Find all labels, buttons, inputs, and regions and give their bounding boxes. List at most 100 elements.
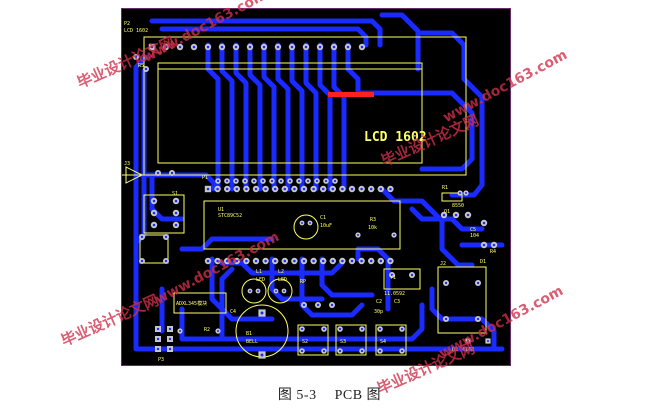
label-sensor: ADXL345模块 bbox=[176, 300, 207, 307]
pad-hole bbox=[400, 349, 404, 353]
pads bbox=[133, 43, 498, 359]
pad-hole bbox=[476, 281, 480, 285]
trace bbox=[179, 302, 425, 342]
label-d1: D1 bbox=[480, 259, 486, 265]
pad-hole bbox=[156, 337, 160, 341]
pad-hole bbox=[174, 211, 178, 215]
led2-outline bbox=[267, 278, 293, 304]
pad-hole bbox=[192, 45, 196, 49]
pad-hole bbox=[140, 259, 144, 263]
pad-hole bbox=[321, 187, 325, 191]
label-q1: Q1 bbox=[444, 209, 450, 215]
label-c1: C1 bbox=[320, 215, 326, 221]
pad-hole bbox=[262, 45, 266, 49]
pad-hole bbox=[410, 273, 414, 277]
pad-hole bbox=[168, 337, 172, 341]
label-r3-val: 10k bbox=[368, 225, 377, 231]
r1-outline bbox=[441, 192, 463, 202]
label-s2: S2 bbox=[302, 339, 308, 345]
pad-hole bbox=[312, 259, 315, 263]
pad-hole bbox=[257, 290, 259, 292]
lcd-silk-label: LCD 1602 bbox=[364, 130, 427, 145]
pad-hole bbox=[206, 45, 210, 49]
trace bbox=[179, 236, 275, 252]
copper-traces bbox=[133, 12, 505, 352]
crystal-outline bbox=[383, 268, 421, 290]
pcb-board: P2 LCD 1602 R5 J3 P1 S1 U1 STC89C52 C1 1… bbox=[121, 8, 511, 366]
pad-hole bbox=[360, 349, 364, 353]
trace bbox=[247, 42, 263, 192]
label-s4: S4 bbox=[380, 339, 386, 345]
pad-hole bbox=[392, 233, 396, 237]
label-j3: J3 bbox=[124, 161, 130, 167]
pad-hole bbox=[249, 290, 251, 292]
label-u1-name: STC89C52 bbox=[218, 213, 242, 219]
reset-button-outline bbox=[139, 234, 169, 264]
lcd-highlight-bar bbox=[328, 92, 374, 97]
pad-hole bbox=[309, 222, 311, 224]
label-l2: L2 bbox=[278, 269, 284, 275]
pad-hole bbox=[283, 259, 287, 263]
pad-hole bbox=[245, 259, 248, 263]
trace bbox=[345, 42, 475, 172]
pad-hole bbox=[216, 179, 220, 183]
j2-outline bbox=[437, 266, 487, 334]
pad-hole bbox=[144, 67, 148, 71]
label-y1: Y1 bbox=[390, 275, 396, 281]
pad-hole bbox=[245, 187, 248, 191]
pad-hole bbox=[270, 179, 274, 183]
label-l1: L1 bbox=[256, 269, 262, 275]
pad-hole bbox=[482, 243, 486, 247]
pad-hole bbox=[350, 259, 354, 263]
pad-hole bbox=[466, 213, 470, 217]
pad-hole bbox=[225, 187, 229, 191]
pad-hole bbox=[306, 179, 310, 183]
s2-outline bbox=[297, 324, 329, 356]
pad-hole bbox=[234, 45, 238, 49]
pad-hole bbox=[400, 327, 404, 331]
label-rp: RP bbox=[300, 279, 306, 285]
pad-hole bbox=[464, 191, 468, 195]
pad-hole bbox=[206, 187, 210, 191]
trace bbox=[379, 12, 421, 72]
pad-hole bbox=[150, 45, 154, 49]
pad-hole bbox=[220, 45, 224, 49]
label-l2-type: LED bbox=[278, 277, 287, 283]
pad-hole bbox=[356, 233, 360, 237]
pad-hole bbox=[321, 259, 325, 263]
pad-hole bbox=[302, 303, 306, 307]
trace bbox=[429, 286, 497, 352]
pad-hole bbox=[332, 45, 336, 49]
pad-hole bbox=[152, 211, 156, 215]
pad-hole bbox=[283, 290, 285, 292]
pad-hole bbox=[389, 187, 392, 191]
label-c2: C2 bbox=[376, 299, 382, 305]
pad-hole bbox=[301, 222, 303, 224]
trace bbox=[419, 30, 485, 198]
pad-hole bbox=[378, 327, 382, 331]
s3-outline bbox=[335, 324, 367, 356]
pad-hole bbox=[331, 259, 335, 263]
trace bbox=[317, 42, 333, 192]
pad-hole bbox=[476, 317, 480, 321]
c1-outline bbox=[293, 214, 319, 240]
pad-hole bbox=[234, 179, 238, 183]
silkscreen-outlines bbox=[122, 36, 487, 358]
pad-hole bbox=[235, 187, 239, 191]
cpu-outline bbox=[203, 200, 401, 250]
pad-hole bbox=[164, 45, 168, 49]
trace bbox=[205, 42, 221, 192]
trace bbox=[299, 256, 365, 318]
pad-hole bbox=[492, 243, 496, 247]
pad-hole bbox=[304, 45, 308, 49]
label-lcd: LCD 1602 bbox=[124, 28, 148, 34]
pad-hole bbox=[216, 329, 220, 333]
label-b1: B1 bbox=[246, 331, 252, 337]
label-s3: S3 bbox=[340, 339, 346, 345]
label-c4: C4 bbox=[230, 309, 236, 315]
pad-hole bbox=[174, 199, 178, 203]
pad-hole bbox=[168, 327, 172, 331]
pad-hole bbox=[216, 187, 219, 191]
pad-hole bbox=[331, 187, 335, 191]
